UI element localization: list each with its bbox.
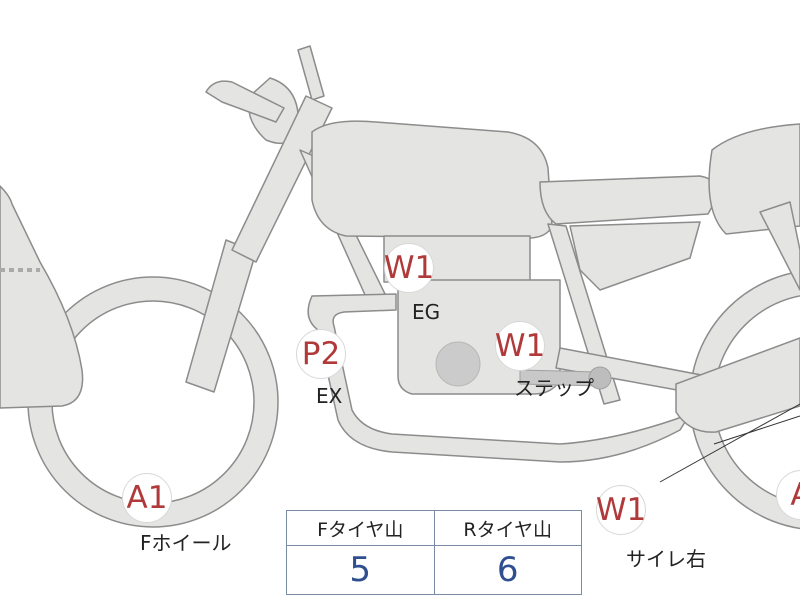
step-knob bbox=[588, 366, 612, 390]
label-front-wheel: Fホイール bbox=[140, 531, 232, 555]
marker-a1-front-wheel: A1 bbox=[122, 473, 172, 523]
marker-w1-eg: W1 bbox=[384, 243, 434, 293]
handlebar bbox=[205, 80, 285, 123]
fuel-tank bbox=[311, 120, 553, 239]
header-front-tire-tread: Fタイヤ山 bbox=[286, 510, 435, 546]
rear-shock bbox=[759, 201, 800, 291]
marker-w1-muffler: W1 bbox=[596, 485, 646, 535]
rear-wheel bbox=[689, 270, 800, 530]
front-wheel bbox=[27, 276, 279, 528]
frame-main-tube bbox=[231, 95, 333, 263]
leader-line bbox=[659, 403, 800, 483]
front-cowl bbox=[0, 185, 84, 409]
marker-w1-step: W1 bbox=[495, 321, 545, 371]
tire-tread-table: Fタイヤ山 Rタイヤ山 5 6 bbox=[286, 510, 582, 595]
value-rear-tire-tread: 6 bbox=[433, 545, 582, 595]
front-fork bbox=[185, 239, 257, 393]
mirror-stem bbox=[297, 45, 325, 101]
marker-p2-ex: P2 bbox=[296, 329, 346, 379]
label-eg: EG bbox=[412, 300, 441, 324]
value-front-tire-tread: 5 bbox=[286, 545, 435, 595]
header-rear-tire-tread: Rタイヤ山 bbox=[433, 510, 582, 546]
leader-line bbox=[713, 415, 800, 445]
label-muffler-right: サイレ右 bbox=[626, 547, 706, 571]
label-ex: EX bbox=[316, 384, 343, 408]
label-step: ステップ bbox=[514, 376, 594, 400]
muffler bbox=[675, 337, 800, 433]
side-cover bbox=[569, 221, 701, 291]
seat bbox=[539, 175, 719, 225]
engine-cover bbox=[435, 341, 481, 387]
